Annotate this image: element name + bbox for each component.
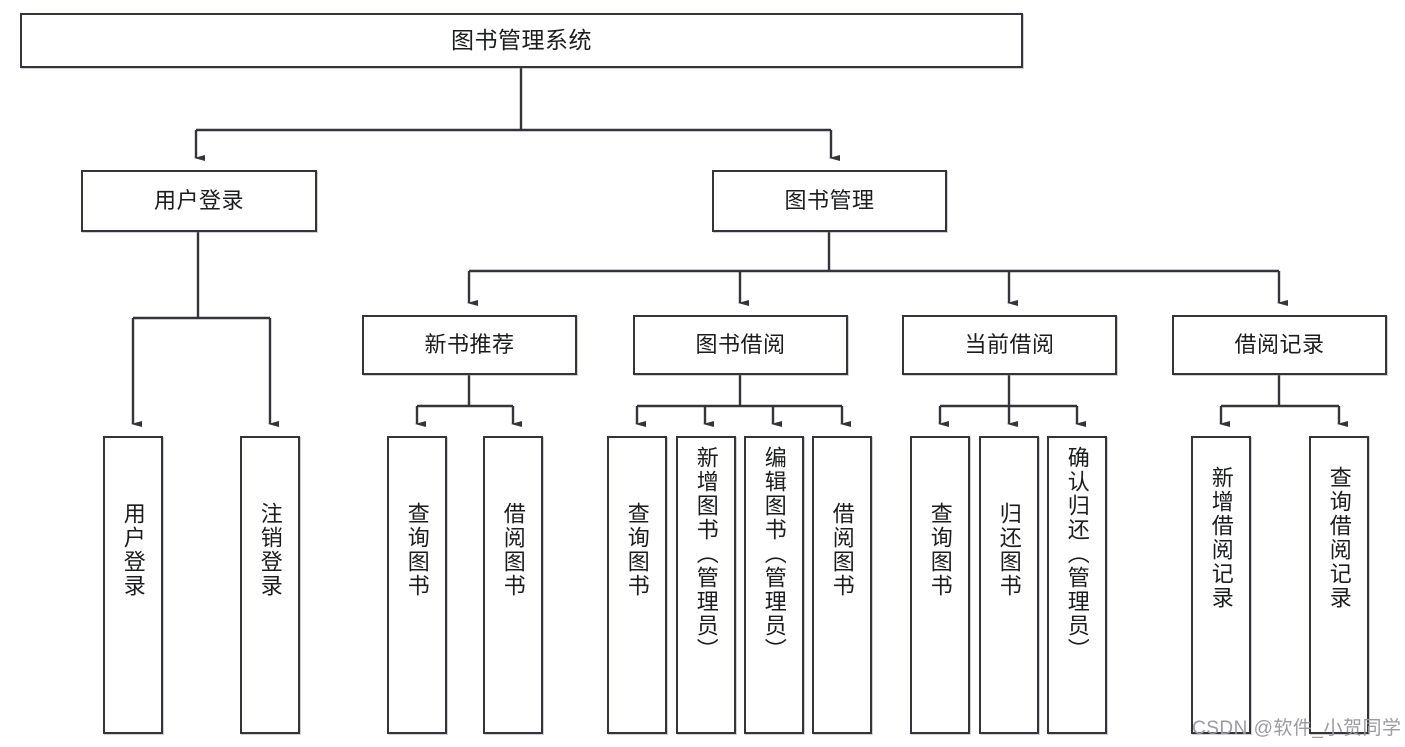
node-label: 查询图书: [927, 502, 953, 598]
watermark-text: CSDN @软件_小贺同学: [1192, 718, 1402, 739]
node-leaf-borrow-book-1[interactable]: 借阅图书: [483, 436, 543, 734]
node-borrow-record[interactable]: 借阅记录: [1172, 315, 1387, 375]
node-leaf-query-book-2[interactable]: 查询图书: [607, 436, 667, 734]
node-label: 新增借阅记录: [1208, 466, 1234, 610]
node-leaf-query-record[interactable]: 查询借阅记录: [1309, 436, 1369, 734]
node-label: 图书管理: [784, 187, 875, 213]
node-book-manage[interactable]: 图书管理: [712, 170, 947, 232]
node-leaf-confirm-return[interactable]: 确认归还（管理员）: [1047, 436, 1107, 734]
node-label: 新书推荐: [424, 331, 515, 357]
node-label: 注销登录: [257, 502, 283, 598]
node-label: 用户登录: [153, 187, 244, 213]
node-label: 查询借阅记录: [1326, 466, 1352, 610]
node-leaf-add-record[interactable]: 新增借阅记录: [1191, 436, 1251, 734]
node-label: 查询图书: [404, 502, 430, 598]
node-leaf-query-book-1[interactable]: 查询图书: [387, 436, 447, 734]
node-leaf-return-book[interactable]: 归还图书: [979, 436, 1039, 734]
node-book-borrow[interactable]: 图书借阅: [633, 315, 848, 375]
node-label: 归还图书: [996, 502, 1022, 598]
node-leaf-add-book[interactable]: 新增图书（管理员）: [676, 436, 736, 734]
node-label: 用户登录: [120, 502, 146, 598]
node-label: 借阅图书: [500, 502, 526, 598]
node-label: 确认归还（管理员）: [1064, 446, 1090, 662]
node-label: 当前借阅: [964, 331, 1055, 357]
node-leaf-borrow-book-2[interactable]: 借阅图书: [812, 436, 872, 734]
node-leaf-user-login[interactable]: 用户登录: [103, 436, 163, 734]
node-label: 编辑图书（管理员）: [761, 446, 787, 662]
node-label: 查询图书: [624, 502, 650, 598]
node-leaf-query-book-3[interactable]: 查询图书: [910, 436, 970, 734]
node-label: 借阅记录: [1234, 331, 1325, 357]
node-current-borrow[interactable]: 当前借阅: [902, 315, 1117, 375]
node-label: 图书借阅: [695, 331, 786, 357]
node-user-login[interactable]: 用户登录: [81, 170, 317, 232]
node-leaf-user-logout[interactable]: 注销登录: [240, 436, 300, 734]
node-leaf-edit-book[interactable]: 编辑图书（管理员）: [744, 436, 804, 734]
node-book-management-system[interactable]: 图书管理系统: [20, 13, 1023, 68]
node-label: 新增图书（管理员）: [693, 446, 719, 662]
node-label: 图书管理系统: [451, 26, 592, 53]
node-new-book-rec[interactable]: 新书推荐: [362, 315, 577, 375]
node-label: 借阅图书: [829, 502, 855, 598]
